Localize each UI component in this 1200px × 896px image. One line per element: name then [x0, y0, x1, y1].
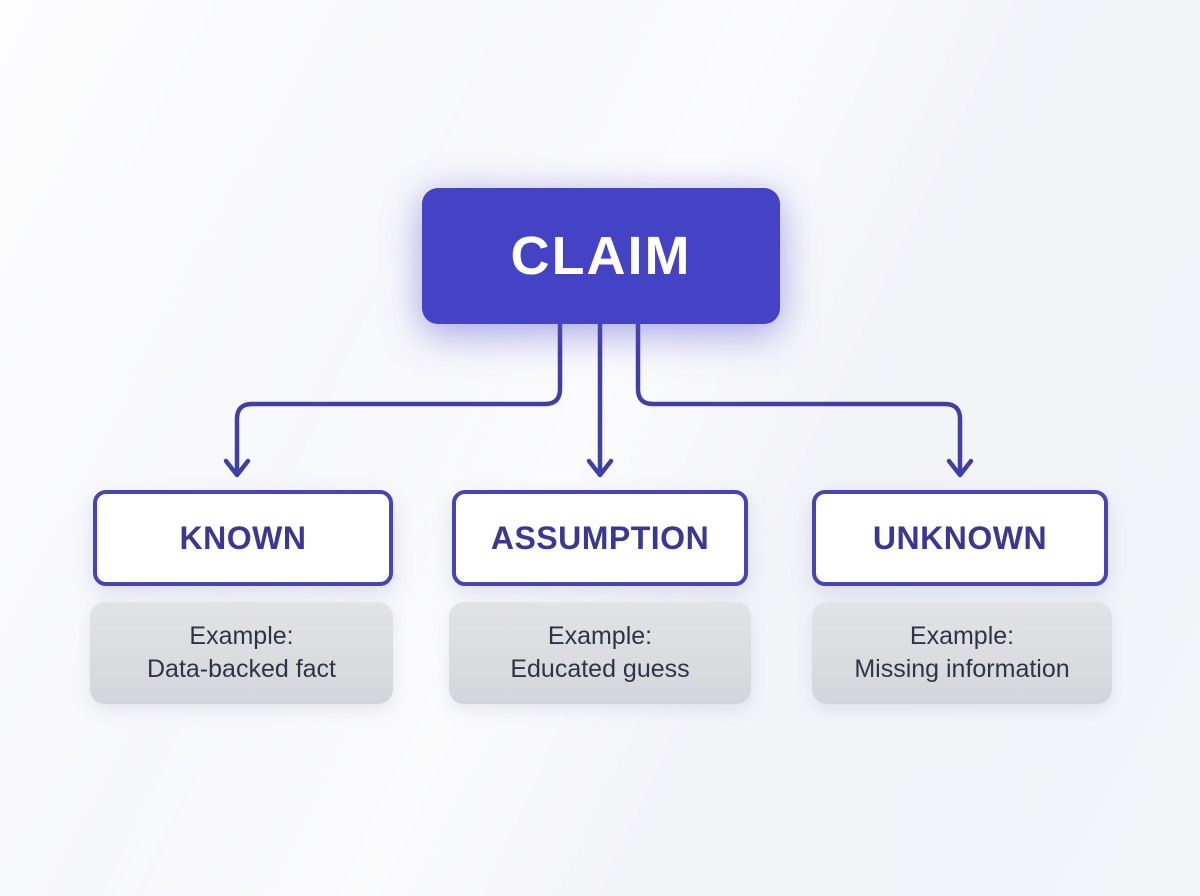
unknown-example-card: Example: Missing information — [812, 602, 1112, 704]
assumption-example-title: Example: — [547, 622, 653, 650]
assumption-label: ASSUMPTION — [490, 519, 710, 556]
claim-label: CLAIM — [510, 226, 692, 286]
connector-claim-to-unknown — [635, 322, 963, 476]
unknown-node: UNKNOWN — [812, 490, 1108, 586]
connector-claim-to-known — [234, 322, 563, 476]
known-example-title: Example: — [189, 622, 294, 650]
known-example-card: Example: Data-backed fact — [90, 602, 393, 704]
arrowhead-unknown-icon — [946, 458, 974, 478]
arrowhead-assumption-icon — [586, 458, 614, 478]
known-node: KNOWN — [93, 490, 393, 586]
unknown-example-title: Example: — [909, 622, 1015, 650]
unknown-example-text: Missing information — [854, 655, 1070, 683]
known-label: KNOWN — [179, 519, 307, 556]
arrowhead-known-icon — [223, 458, 251, 478]
assumption-example-card: Example: Educated guess — [449, 602, 751, 704]
claim-node: CLAIM — [422, 188, 780, 324]
unknown-label: UNKNOWN — [872, 519, 1048, 556]
known-example-text: Data-backed fact — [147, 655, 336, 683]
assumption-node: ASSUMPTION — [452, 490, 748, 586]
assumption-example-text: Educated guess — [510, 655, 690, 683]
